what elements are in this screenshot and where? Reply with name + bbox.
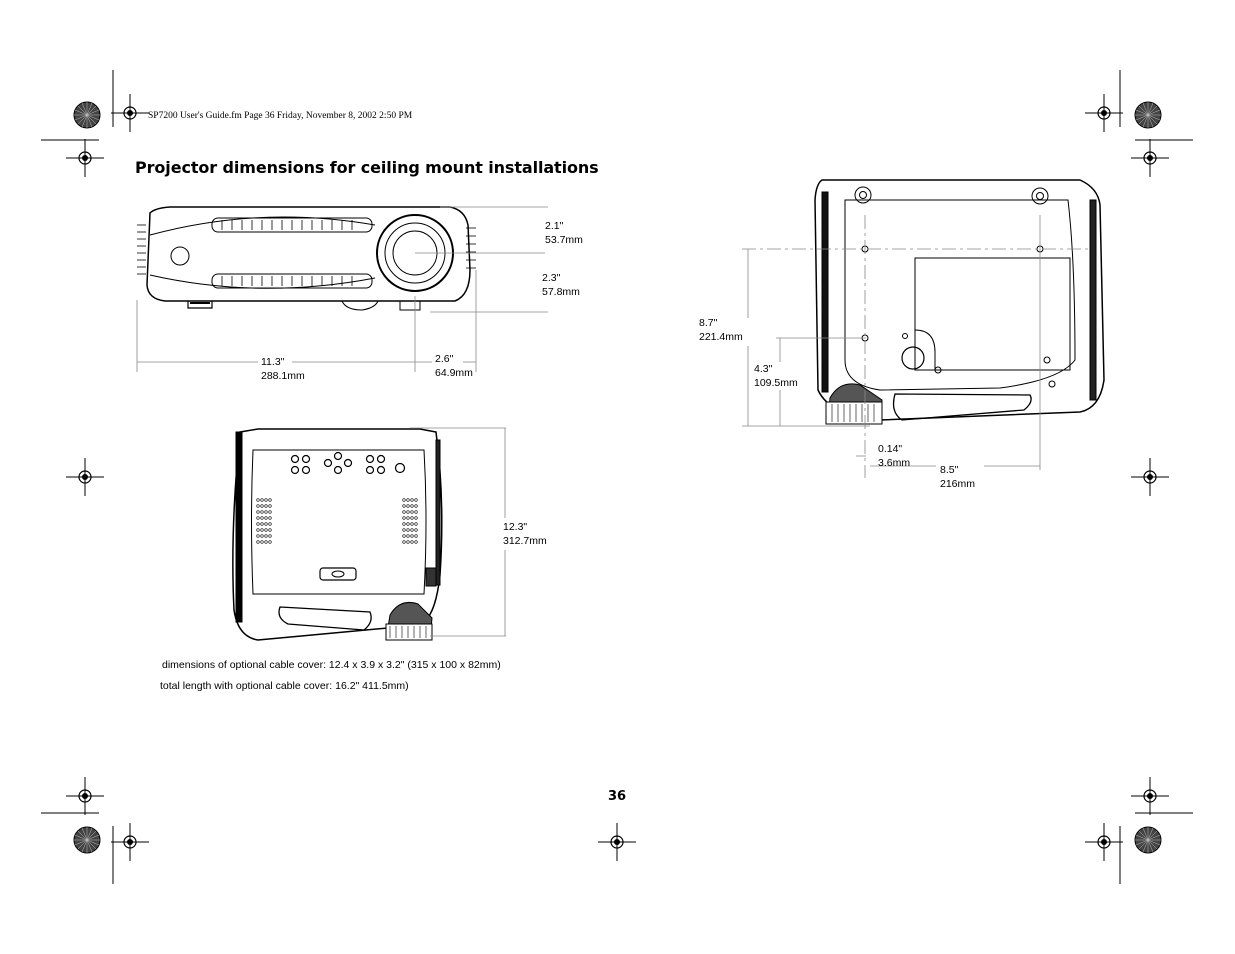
registration-crosshair-icon xyxy=(110,93,150,133)
dimension-inches: 12.3" xyxy=(503,521,528,533)
registration-crosshair-icon xyxy=(1130,776,1170,816)
dimension-mm: 109.5mm xyxy=(754,377,798,389)
registration-crosshair-icon xyxy=(65,457,105,497)
registration-crosshair-icon xyxy=(65,776,105,816)
total-length-note: total length with optional cable cover: … xyxy=(160,680,409,692)
dimension-mount-depth: 8.7" 221.4mm xyxy=(699,316,743,344)
registration-crosshair-icon xyxy=(1084,822,1124,862)
page-number: 36 xyxy=(608,789,627,804)
dimension-inches: 0.14" xyxy=(878,443,903,455)
file-info-header: SP7200 User's Guide.fm Page 36 Friday, N… xyxy=(148,111,413,121)
dimension-depth: 12.3" 312.7mm xyxy=(503,520,547,548)
dimension-inches: 8.5" xyxy=(940,464,959,476)
dimension-inches: 4.3" xyxy=(754,363,773,375)
registration-starburst-icon xyxy=(73,101,101,129)
registration-crosshair-icon xyxy=(1130,138,1170,178)
projector-top-view xyxy=(232,428,443,641)
cable-cover-dimensions-note: dimensions of optional cable cover: 12.4… xyxy=(162,659,501,671)
registration-crosshair-icon xyxy=(65,138,105,178)
dimension-mm: 3.6mm xyxy=(878,457,911,469)
dimension-height-bottom: 2.3" 57.8mm xyxy=(542,271,580,299)
registration-crosshair-icon xyxy=(597,822,637,862)
side-view-dimension-lines xyxy=(136,206,548,372)
dimension-mm: 53.7mm xyxy=(545,234,583,246)
dimension-lens-offset: 2.6" 64.9mm xyxy=(435,352,473,380)
dimension-mm: 221.4mm xyxy=(699,331,743,343)
projector-bottom-view xyxy=(814,179,1105,425)
registration-crosshair-icon xyxy=(1130,457,1170,497)
top-view-dimension-lines xyxy=(410,427,506,637)
dimension-mm: 64.9mm xyxy=(435,367,473,379)
dimension-mm: 288.1mm xyxy=(261,370,305,382)
page-title: Projector dimensions for ceiling mount i… xyxy=(135,158,599,177)
registration-crosshair-icon xyxy=(110,822,150,862)
dimension-mm: 57.8mm xyxy=(542,286,580,298)
dimension-lens-gap: 0.14" 3.6mm xyxy=(878,442,910,470)
projector-side-view xyxy=(137,206,476,311)
dimension-length: 11.3" 288.1mm xyxy=(261,355,305,383)
dimension-inches: 2.1" xyxy=(545,220,564,232)
dimension-mm: 216mm xyxy=(940,478,976,490)
dimension-inches: 2.6" xyxy=(435,353,454,365)
dimension-mm: 312.7mm xyxy=(503,535,547,547)
dimension-height-top: 2.1" 53.7mm xyxy=(545,219,583,247)
dimension-mount-mid: 4.3" 109.5mm xyxy=(754,362,798,390)
dimension-inches: 11.3" xyxy=(261,356,285,368)
dimension-inches: 2.3" xyxy=(542,272,561,284)
bottom-view-dimension-lines xyxy=(742,215,1090,478)
dimension-mount-width: 8.5" 216mm xyxy=(940,463,975,491)
dimension-inches: 8.7" xyxy=(699,317,718,329)
registration-starburst-icon xyxy=(73,826,101,854)
registration-starburst-icon xyxy=(1134,826,1162,854)
registration-starburst-icon xyxy=(1134,101,1162,129)
crop-marks xyxy=(41,70,1193,884)
registration-crosshair-icon xyxy=(1084,93,1124,133)
